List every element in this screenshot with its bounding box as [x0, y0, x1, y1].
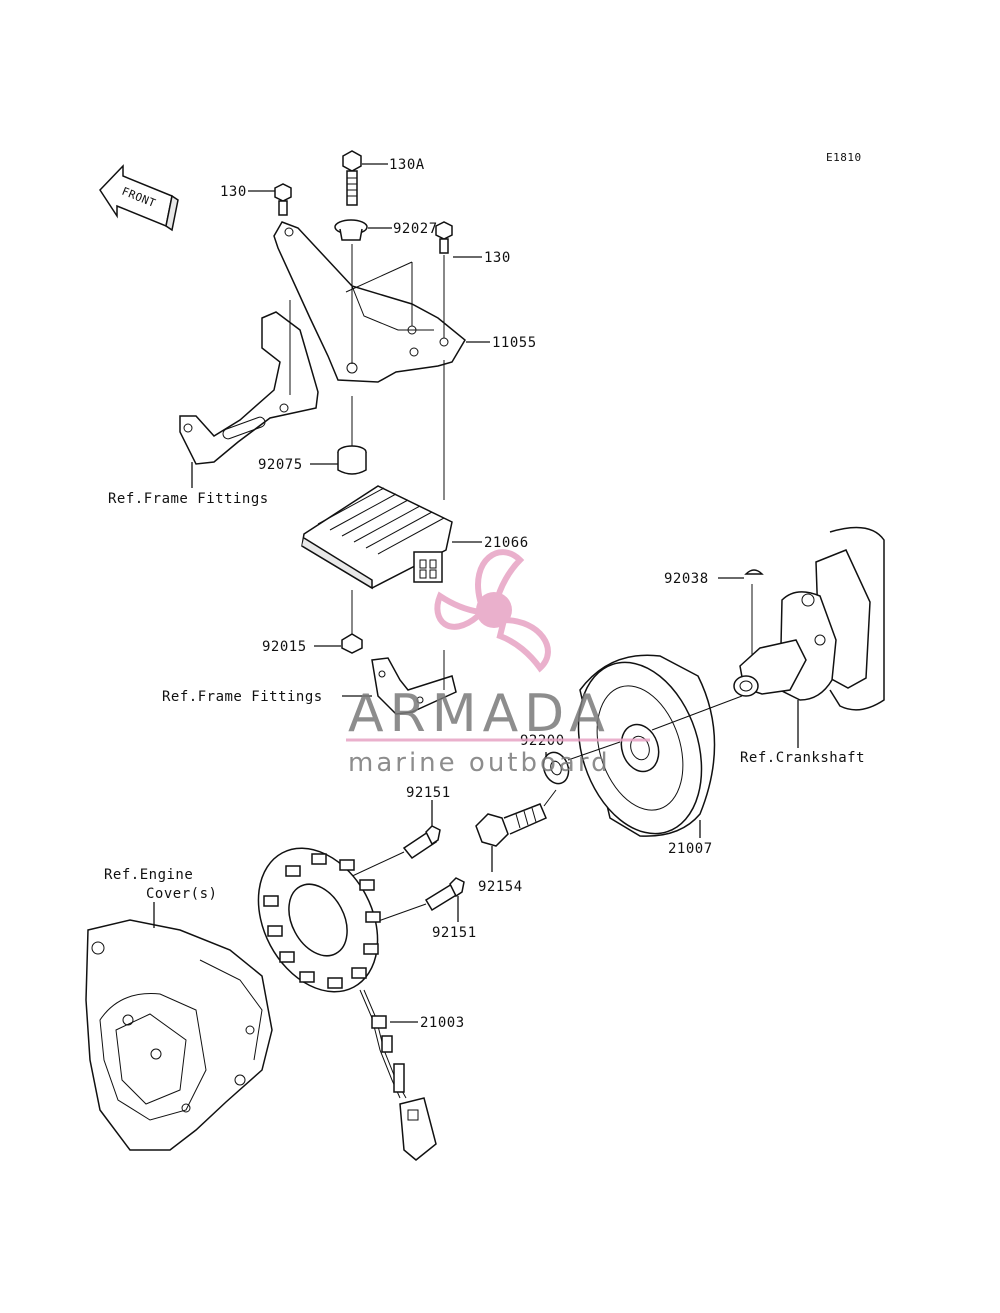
front-arrow-icon: FRONT [99, 164, 179, 232]
label-11055: 11055 [492, 335, 537, 351]
bolt-130-right [435, 221, 482, 258]
bracket-11055 [273, 221, 490, 383]
label-92075: 92075 [258, 457, 303, 473]
grommet-92075 [310, 445, 367, 475]
rotor-21007 [577, 654, 743, 838]
label-ref-engine-1: Ref.Engine [104, 867, 193, 883]
key-92038 [718, 569, 764, 668]
label-92027: 92027 [393, 221, 438, 237]
washer-92200 [542, 741, 621, 785]
label-ref-crankshaft: Ref.Crankshaft [740, 750, 865, 766]
frame-fitting-upper [179, 300, 319, 488]
bolt-92151-top [347, 800, 441, 879]
label-92154: 92154 [478, 879, 523, 895]
label-21066: 21066 [484, 535, 529, 551]
engine-cover [85, 902, 273, 1151]
bolt-92151-bottom [369, 877, 465, 925]
bolt-130a [342, 150, 388, 206]
washer-92027 [334, 219, 392, 241]
bolt-92154 [475, 789, 557, 872]
label-ref-frame-fittings-2: Ref.Frame Fittings [162, 689, 323, 705]
label-92038: 92038 [664, 571, 709, 587]
crankshaft [733, 526, 885, 748]
label-130a: 130A [389, 157, 425, 173]
label-92151-top: 92151 [406, 785, 451, 801]
watermark-tagline: marine outboard [348, 748, 611, 778]
label-92151-bottom: 92151 [432, 925, 477, 941]
label-21003: 21003 [420, 1015, 465, 1031]
label-130-left: 130 [220, 184, 247, 200]
label-92015: 92015 [262, 639, 307, 655]
armada-watermark: ARMADA marine outboard [346, 549, 650, 778]
label-ref-frame-fittings-1: Ref.Frame Fittings [108, 491, 269, 507]
propeller-logo-icon [434, 549, 551, 673]
label-21007: 21007 [668, 841, 713, 857]
diagram-code: E1810 [826, 151, 862, 164]
regulator-21066 [301, 485, 482, 590]
bolt-130-left [248, 183, 292, 216]
label-ref-engine-2: Cover(s) [146, 886, 217, 902]
frame-fitting-lower [342, 650, 457, 715]
watermark-brand: ARMADA [348, 684, 611, 744]
label-130-right: 130 [484, 250, 511, 266]
nut-92015 [314, 633, 363, 654]
stator-21003 [257, 847, 437, 1161]
